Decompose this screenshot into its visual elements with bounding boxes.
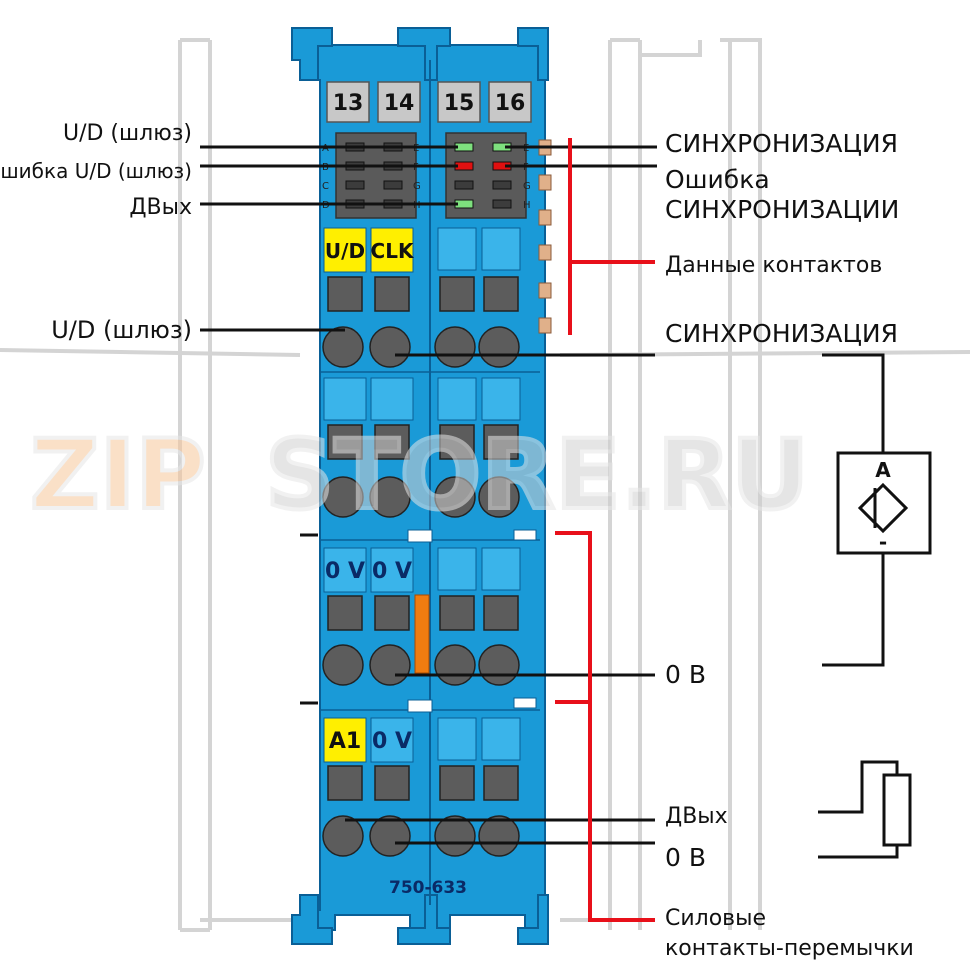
release-buttons (327, 276, 519, 801)
label-0v-1: 0 В (665, 660, 706, 689)
bottom-clip-right (517, 894, 549, 945)
led-letter-g: G (413, 181, 421, 192)
watermark: ZIP STORE.RU (28, 417, 811, 533)
label-dout-left: ДВых (129, 195, 192, 220)
terminal-number-13: 13 (333, 91, 364, 116)
sensor-symbol (822, 353, 932, 667)
label-power-contacts-line1: Силовые (665, 906, 766, 931)
tab-0v-right: 0 V (372, 559, 412, 584)
marking-tabs: U/D CLK 0 V 0 V A1 0 V (323, 227, 521, 763)
led-letter-h-right: H (523, 200, 531, 211)
leader-lines (200, 145, 657, 845)
bottom-clip-left (291, 894, 333, 945)
module-number: 750-633 (389, 878, 467, 898)
top-clip-middle (397, 27, 451, 81)
label-sync-error-line1: Ошибка (665, 165, 770, 194)
top-clip-right (517, 27, 549, 81)
load-resistor-symbol (818, 760, 912, 859)
label-dout-right: ДВых (665, 804, 728, 829)
led-letter-c: C (322, 181, 329, 192)
label-contact-data: Данные контактов (665, 253, 882, 278)
label-power-contacts-line2: контакты-перемычки (665, 936, 914, 961)
label-ud-error: Ошибка U/D (шлюз) (0, 159, 192, 183)
data-contacts (538, 139, 552, 334)
resistor-icon (882, 773, 912, 847)
sensor-label-minus: - (879, 530, 887, 554)
label-ud-gate: U/D (шлюз) (63, 121, 192, 146)
bottom-clip-middle (397, 894, 451, 945)
sensor-label-a: A (875, 458, 891, 482)
sensor-diamond-icon (857, 482, 909, 534)
terminal-number-plates: 13 14 15 16 (326, 81, 532, 123)
top-clip-left (291, 27, 333, 81)
watermark-part1: ZIP (30, 419, 206, 531)
tab-clk: CLK (371, 239, 415, 263)
led-letter-g-right: G (523, 181, 531, 192)
label-ud-gate-terminal: U/D (шлюз) (51, 316, 192, 344)
red-leader-lines (555, 138, 655, 922)
tab-a1: A1 (329, 729, 361, 754)
terminal-number-14: 14 (384, 91, 415, 116)
tab-0v-bottom: 0 V (372, 729, 412, 754)
power-jumper-bridge (414, 594, 430, 674)
label-sync: СИНХРОНИЗАЦИЯ (665, 129, 898, 158)
terminal-number-15: 15 (444, 91, 475, 116)
latch-marks (407, 529, 537, 713)
label-sync-error-line2: СИНХРОНИЗАЦИИ (665, 195, 899, 224)
label-0v-2: 0 В (665, 843, 706, 872)
terminal-number-16: 16 (495, 91, 526, 116)
tab-0v-left: 0 V (325, 559, 365, 584)
watermark-part2: STORE.RU (265, 419, 809, 531)
label-sync-terminal: СИНХРОНИЗАЦИЯ (665, 319, 898, 348)
tab-ud: U/D (325, 239, 365, 263)
